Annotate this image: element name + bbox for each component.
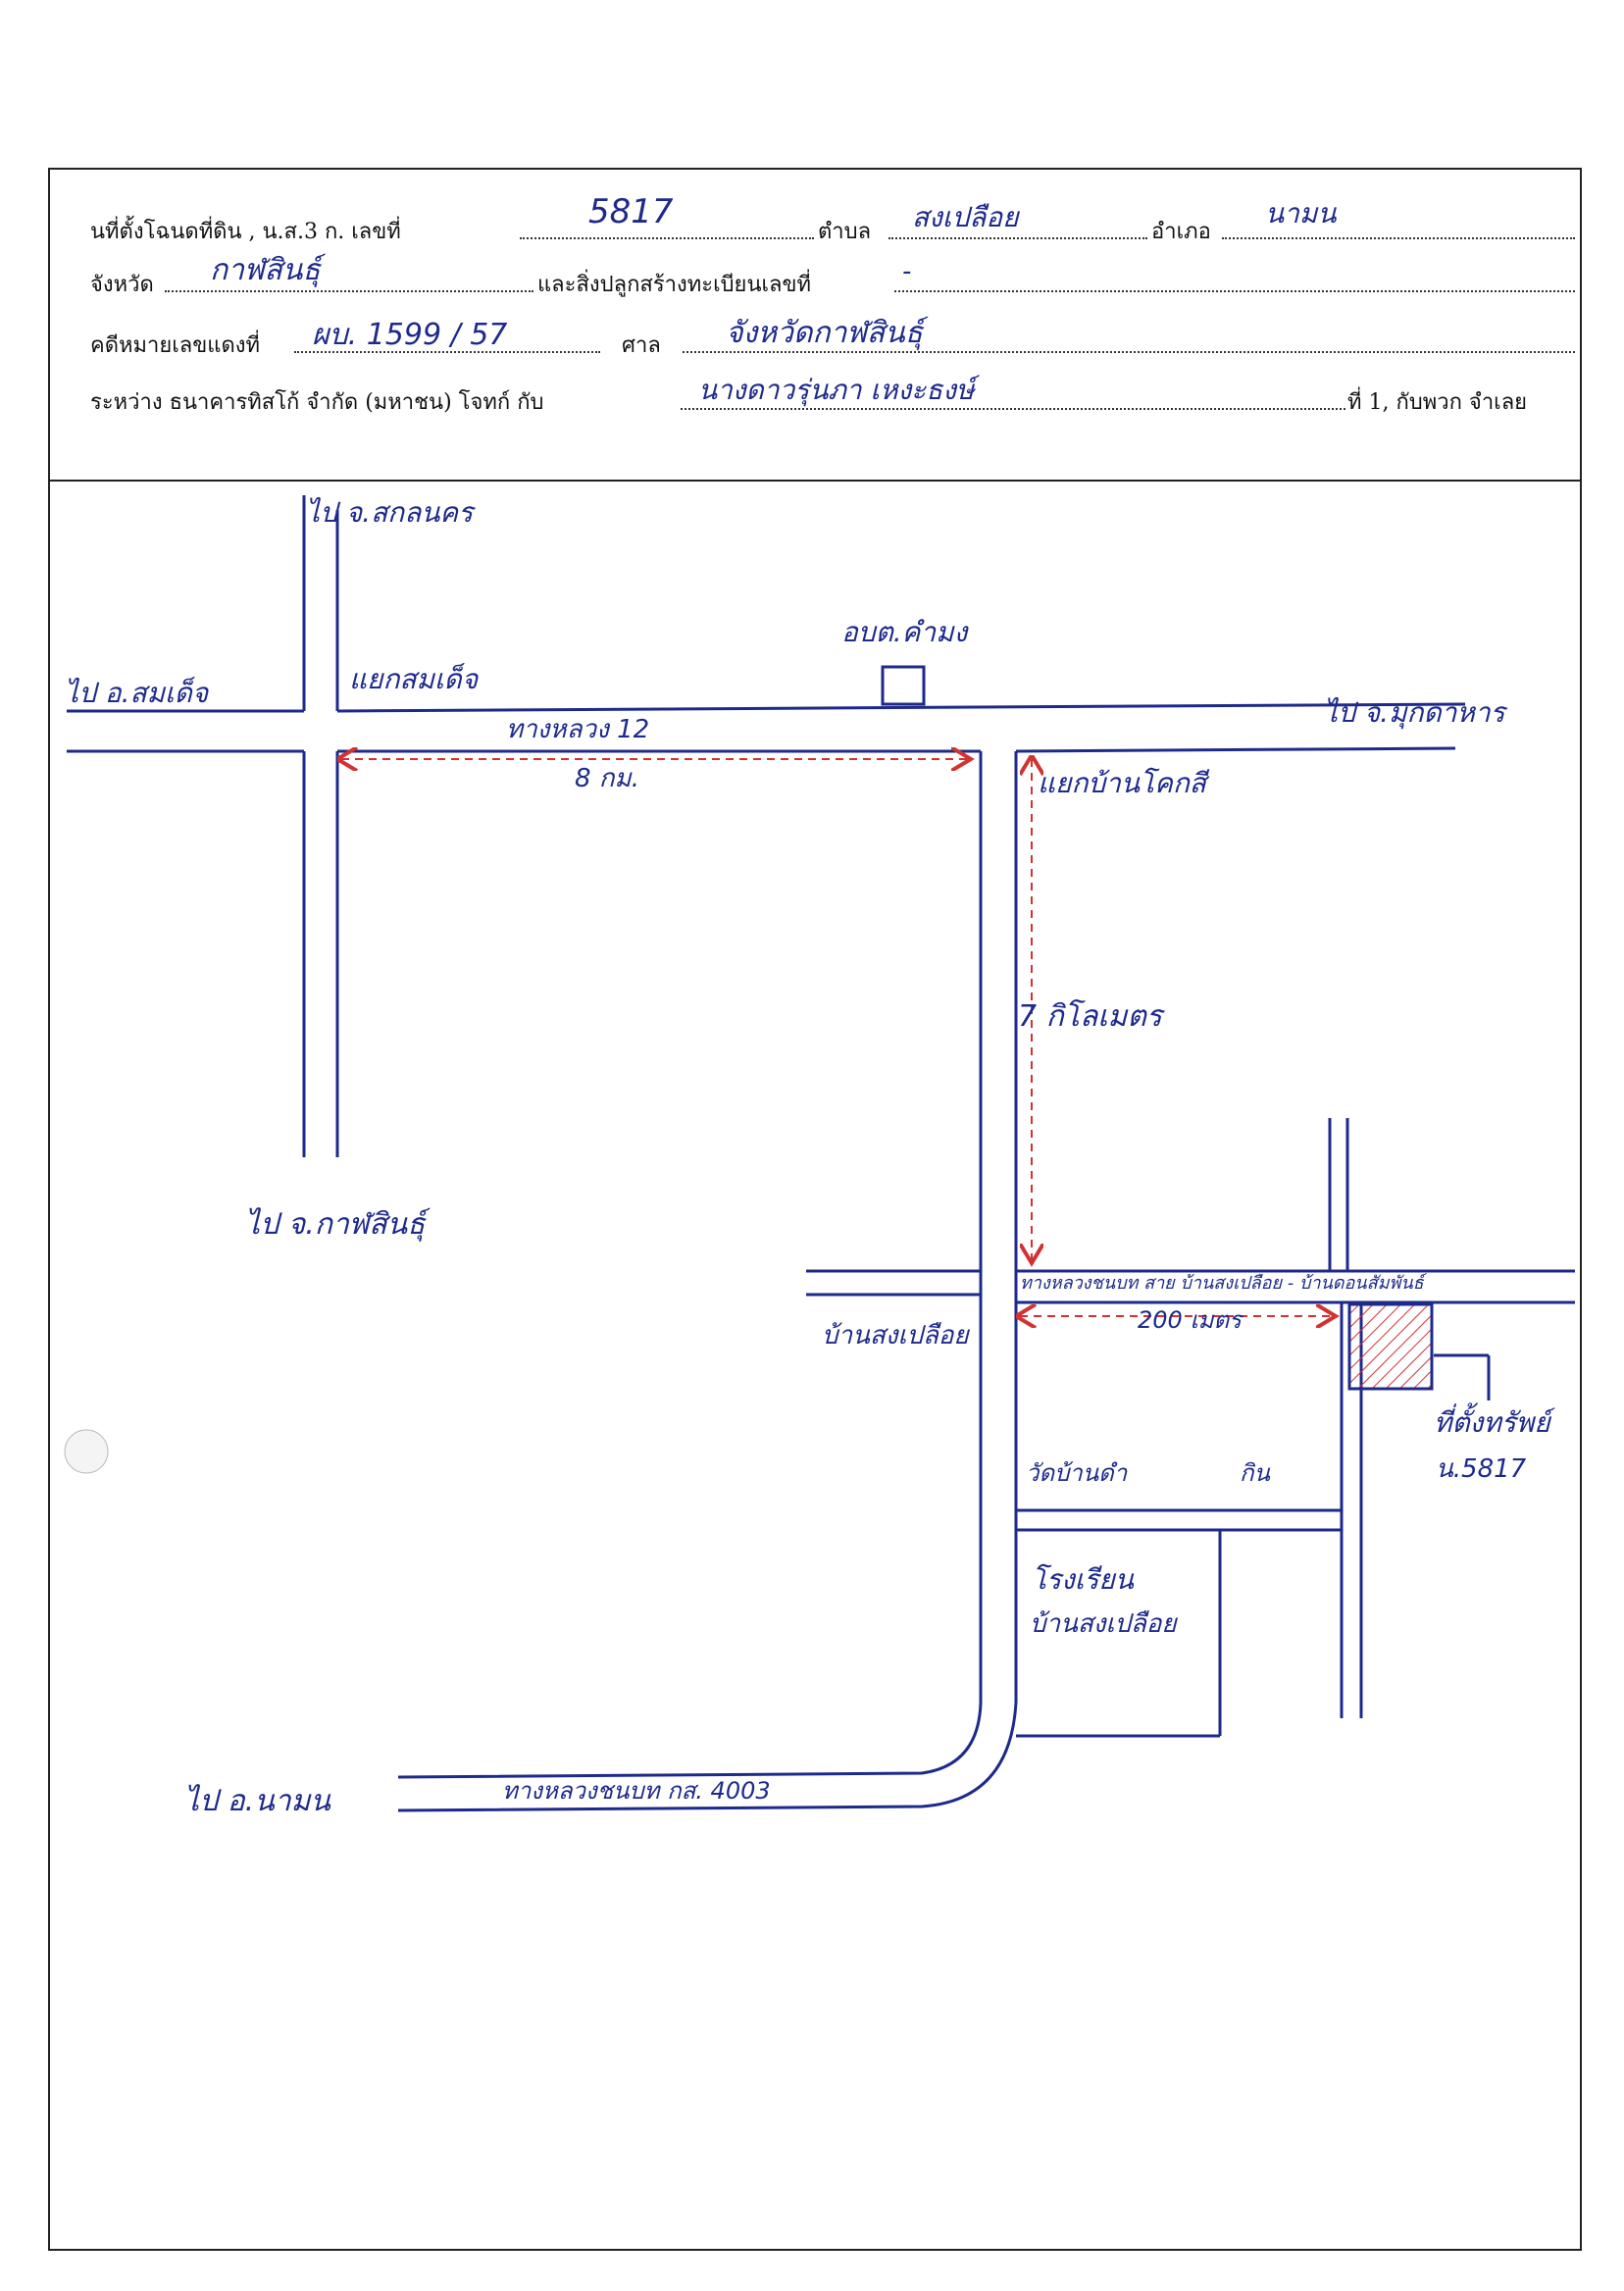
roads — [67, 495, 1575, 1812]
label-to-somdet: ไป อ.สมเด็จ — [65, 677, 210, 709]
label-building: และสิ่งปลูกสร้างทะเบียนเลขที่ — [537, 273, 812, 297]
court-value: จังหวัดกาฬสินธุ์ — [726, 316, 923, 350]
dots-tambon — [888, 237, 1147, 239]
label-rural-road: ทางหลวงชนบท กส. 4003 — [502, 1777, 771, 1805]
label-junction-somdet: แยกสมเด็จ — [349, 663, 480, 695]
dots-defendant — [681, 408, 1345, 410]
deed-number: 5817 — [588, 192, 674, 231]
label-between: ระหว่าง ธนาคารทิสโก้ จำกัด (มหาชน) โจทก์… — [90, 390, 544, 415]
map-labels: ไป จ.สกลนคร ไป อ.สมเด็จ แยกสมเด็จ อบต.คำ… — [65, 496, 1556, 1818]
label-temple: วัดบ้านดำ — [1026, 1459, 1129, 1487]
dimension-lines — [341, 759, 1336, 1316]
label-defendant-role: ที่ 1, กับพวก จำเลย — [1347, 390, 1528, 415]
punch-hole — [64, 1429, 109, 1474]
label-distance-8km: 8 กม. — [575, 764, 639, 793]
case-number: ผบ. 1599 / 57 — [312, 318, 508, 352]
label-to-namon: ไป อ.นามน — [184, 1784, 331, 1818]
road-curve-bottom — [397, 1702, 1018, 1812]
label-amphoe: อำเภอ — [1151, 220, 1211, 244]
defendant-value: นางดาวรุ่นภา เหงะธงษ์ — [698, 374, 975, 406]
label-school-2: บ้านสงเปลือย — [1030, 1609, 1178, 1639]
dots-case — [294, 351, 600, 353]
tambon-value: สงเปลือย — [912, 201, 1019, 233]
label-case: คดีหมายเลขแดงที่ — [90, 333, 261, 358]
label-school-1: โรงเรียน — [1032, 1563, 1135, 1596]
label-deed: นที่ตั้งโฉนดที่ดิน , น.ส.3 ก. เลขที่ — [90, 220, 401, 244]
province-value: กาฬสินธุ์ — [210, 253, 321, 287]
label-land: ที่ตั้งทรัพย์ — [1434, 1402, 1556, 1439]
label-village: บ้านสงเปลือย — [822, 1321, 970, 1350]
dots-deed — [520, 237, 814, 239]
label-tambon: ตำบล — [818, 220, 872, 244]
outer-border — [48, 168, 1582, 2251]
label-to-sakon: ไป จ.สกลนคร — [306, 496, 476, 529]
highway-12-top — [336, 702, 1466, 713]
label-province: จังหวัด — [90, 273, 154, 297]
label-court: ศาล — [622, 333, 661, 358]
building-value: - — [902, 257, 912, 286]
label-land-deed: น.5817 — [1436, 1454, 1527, 1484]
label-tambon-office: อบต.คำมง — [841, 616, 970, 648]
dots-building — [894, 290, 1575, 292]
dots-court — [683, 351, 1575, 353]
label-distance-200m: 200 เมตร — [1138, 1306, 1244, 1334]
label-highway-12: ทางหลวง 12 — [506, 715, 649, 744]
label-village-road: ทางหลวงชนบท สาย บ้านสงเปลือย - บ้านดอนสั… — [1020, 1273, 1428, 1294]
dots-amphoe — [1222, 237, 1575, 239]
road-curve-top — [397, 1702, 983, 1779]
label-junction-khok: แยกบ้านโคกสี — [1038, 767, 1210, 799]
label-to-kalasin: ไป จ.กาฬสินธุ์ — [245, 1207, 431, 1242]
label-to-mukdahan: ไป จ.มุกดาหาร — [1324, 696, 1508, 730]
label-distance-7km: 7 กิโลเมตร — [1018, 998, 1166, 1034]
label-shop: กิน — [1240, 1459, 1271, 1487]
land-parcel — [1347, 1302, 1434, 1391]
highway-12-bottom-east — [1015, 746, 1456, 753]
amphoe-value: นามน — [1265, 197, 1337, 229]
dots-province — [165, 290, 533, 292]
tambon-office-icon — [881, 665, 926, 706]
